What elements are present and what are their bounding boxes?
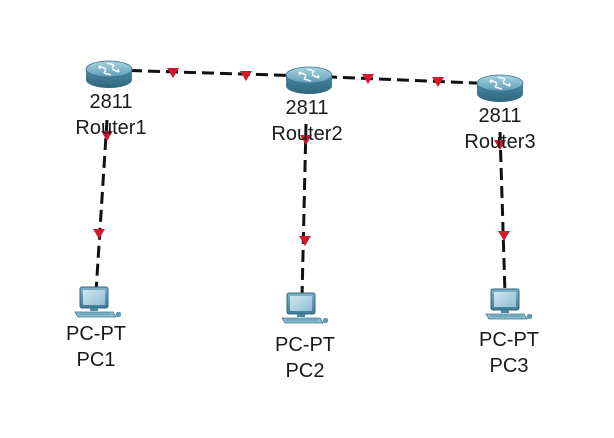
link-status-down-icon — [432, 77, 444, 87]
pc3-name-label: PC3 — [490, 355, 529, 377]
router1-node[interactable]: 2811 Router1 — [75, 60, 147, 139]
link-status-down-icon — [93, 229, 105, 239]
pc3-node[interactable]: PC-PT PC3 — [479, 288, 539, 377]
router-icon[interactable] — [85, 60, 133, 88]
link-router2-pc2[interactable] — [300, 123, 308, 299]
pc3-model-label: PC-PT — [479, 329, 539, 351]
link-router1-pc1[interactable] — [94, 119, 109, 293]
pc-icon[interactable] — [281, 292, 328, 324]
router3-node[interactable]: 2811 Router3 — [464, 74, 536, 153]
router-icon[interactable] — [285, 66, 333, 94]
pc-icon[interactable] — [74, 286, 121, 318]
pc-icon[interactable] — [485, 288, 532, 320]
link-status-down-icon — [101, 131, 113, 141]
router2-model-label: 2811 — [285, 97, 328, 119]
pc1-model-label: PC-PT — [66, 323, 126, 345]
pc1-node[interactable]: PC-PT PC1 — [66, 286, 126, 371]
router2-node[interactable]: 2811 Router2 — [271, 66, 343, 145]
router3-name-label: Router3 — [464, 131, 535, 153]
pc2-model-label: PC-PT — [275, 334, 335, 356]
router-icon[interactable] — [476, 74, 524, 102]
link-status-down-icon — [362, 74, 374, 84]
pc2-name-label: PC2 — [286, 360, 325, 382]
router2-name-label: Router2 — [271, 123, 342, 145]
links-layer — [94, 68, 507, 299]
link-status-down-icon — [167, 68, 179, 78]
pc2-node[interactable]: PC-PT PC2 — [275, 292, 335, 382]
link-status-down-icon — [300, 135, 312, 145]
router3-model-label: 2811 — [478, 105, 521, 127]
link-status-down-icon — [498, 231, 510, 241]
router1-model-label: 2811 — [89, 91, 132, 113]
link-router1-router2[interactable] — [111, 68, 308, 78]
link-status-indicators — [93, 68, 510, 246]
router1-name-label: Router1 — [75, 117, 146, 139]
link-status-down-icon — [494, 140, 506, 150]
pc1-name-label: PC1 — [77, 349, 116, 371]
link-status-down-icon — [240, 71, 252, 81]
link-status-down-icon — [299, 236, 311, 246]
link-router2-router3[interactable] — [306, 74, 501, 86]
link-router3-pc3[interactable] — [498, 131, 507, 294]
